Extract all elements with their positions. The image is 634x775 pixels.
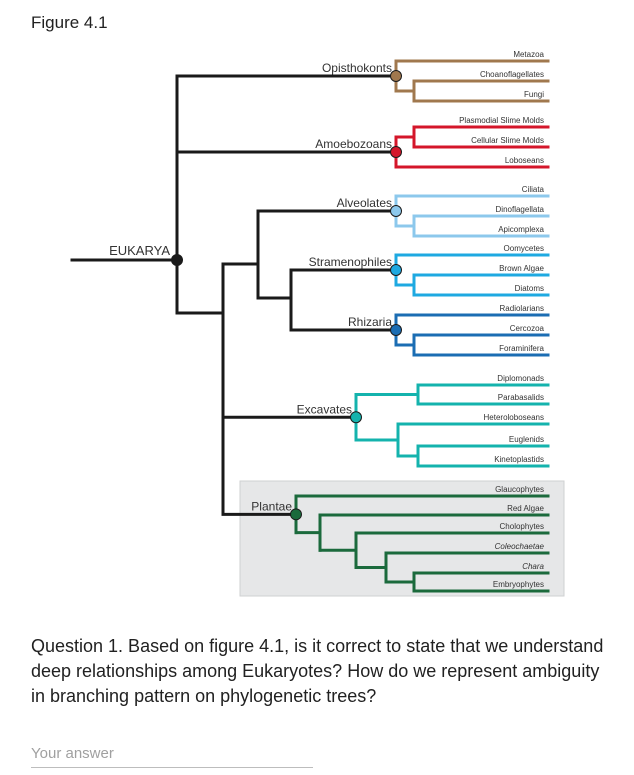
answer-input[interactable] [31,739,313,768]
excavates-taxon: Heteroloboseans [484,413,544,422]
rhizaria-taxon: Radiolarians [500,304,544,313]
plantae-taxon: Glaucophytes [495,485,544,494]
alveolates-node [390,205,402,217]
rhizaria-taxon: Cercozoa [510,324,545,333]
amoebozoans-taxon: Plasmodial Slime Molds [459,116,544,125]
excavates-label: Excavates [297,402,352,416]
amoebozoans-label: Amoebozoans [315,137,392,151]
plantae-node [290,508,302,521]
excavates-taxon: Diplomonads [497,374,544,383]
plantae-taxon: Coleochaetae [495,542,545,551]
alveolates-taxon: Dinoflagellata [496,205,545,214]
stramenophiles-node [390,264,402,276]
opisthokonts-taxon: Choanoflagellates [480,70,544,79]
opisthokonts-label: Opisthokonts [322,61,392,75]
rhizaria-taxon: Foraminifera [499,344,544,353]
excavates-taxon: Kinetoplastids [494,455,544,464]
opisthokonts-taxon: Fungi [524,90,544,99]
excavates-taxon: Euglenids [509,435,544,444]
excavates-taxon: Parabasalids [498,393,544,402]
stramenophiles-taxon: Brown Algae [499,264,544,273]
root-label: EUKARYA [109,243,170,258]
rhizaria-label: Rhizaria [348,315,392,329]
amoebozoans-node [390,146,402,158]
stramenophiles-taxon: Oomycetes [504,244,544,253]
plantae-taxon: Embryophytes [493,580,544,589]
stramenophiles-taxon: Diatoms [515,284,544,293]
figure-title: Figure 4.1 [31,13,108,32]
root-node [171,254,183,266]
phylogenetic-tree: MetazoaChoanoflagellatesFungiPlasmodial … [70,50,565,597]
amoebozoans-taxon: Cellular Slime Molds [471,136,544,145]
excavates-node [350,411,362,424]
question-text: Question 1. Based on figure 4.1, is it c… [31,636,604,706]
alveolates-taxon: Ciliata [522,185,545,194]
alveolates-taxon: Apicomplexa [498,225,544,234]
amoebozoans-taxon: Loboseans [505,156,544,165]
plantae-taxon: Chara [522,562,544,571]
plantae-taxon: Red Algae [507,504,544,513]
opisthokonts-node [390,70,402,82]
opisthokonts-taxon: Metazoa [513,50,544,59]
plantae-label: Plantae [251,499,292,513]
plantae-background [239,480,565,597]
plantae-taxon: Cholophytes [500,522,544,531]
rhizaria-node [390,324,402,336]
alveolates-label: Alveolates [337,196,392,210]
stramenophiles-label: Stramenophiles [309,255,392,269]
